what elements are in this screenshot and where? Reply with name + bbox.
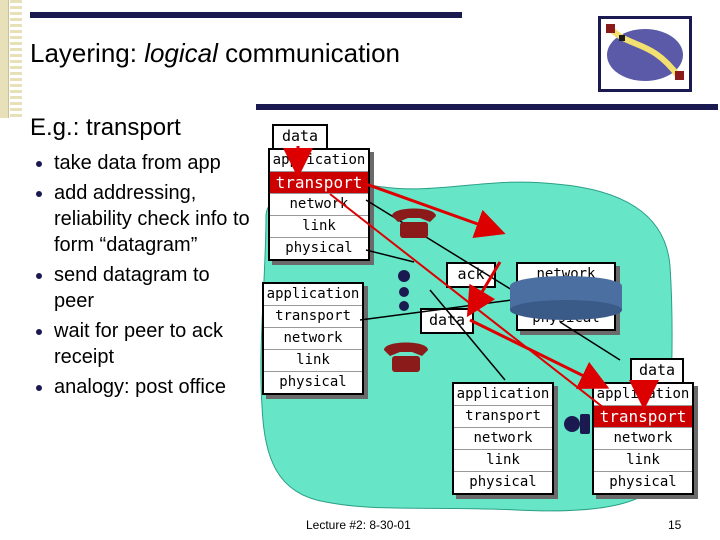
bullet-icon: [36, 329, 42, 335]
layer-network: network: [270, 194, 368, 216]
layer-transport: transport: [264, 306, 362, 328]
network-logo-icon: [598, 16, 692, 92]
bullet-icon: [36, 161, 42, 167]
arrow-data-right: [469, 318, 610, 389]
logical-path-line: [329, 193, 605, 409]
title-emphasis: logical: [144, 38, 218, 68]
bullet-icon: [36, 273, 42, 279]
left-decor-stripe: [10, 0, 22, 118]
layer-transport: transport: [454, 406, 552, 428]
bullet-item: add addressing, reliability check info t…: [34, 180, 254, 258]
bullet-icon: [36, 191, 42, 197]
bullet-item: send datagram to peer: [34, 262, 254, 314]
right-data-label: data: [630, 358, 684, 384]
layer-physical: physical: [279, 374, 347, 390]
host-stack-middle: application transport network link physi…: [452, 382, 554, 495]
layer-link: link: [594, 450, 692, 472]
telephone-icon: [392, 208, 436, 238]
left-decor: [0, 0, 9, 118]
content-rule: [256, 104, 718, 110]
bullet-item: analogy: post office: [34, 374, 254, 400]
arrow-ack-data: [466, 261, 502, 318]
layer-link: link: [264, 350, 362, 372]
telephone-icon: [384, 342, 428, 372]
top-data-label: data: [272, 124, 328, 150]
bullet-item: take data from app: [34, 150, 254, 176]
layer-application: application: [454, 384, 552, 406]
page-number: 15: [668, 518, 682, 532]
bullet-item: wait for peer to ack receipt: [34, 318, 254, 370]
layer-transport-highlight: transport: [594, 406, 692, 428]
host-stack-top: application transport network link physi…: [268, 148, 370, 261]
subtitle: E.g.: transport: [30, 114, 181, 141]
layer-physical: physical: [469, 474, 537, 490]
host-stack-left: application transport network link physi…: [262, 282, 364, 395]
layer-link: link: [270, 216, 368, 238]
layer-network: network: [454, 428, 552, 450]
layer-physical: physical: [285, 240, 353, 256]
layer-application: application: [264, 284, 362, 306]
title-rule: [30, 12, 462, 18]
layer-network: network: [594, 428, 692, 450]
layer-physical: physical: [609, 474, 677, 490]
host-stack-right: application transport network link physi…: [592, 382, 694, 495]
layer-link: link: [454, 450, 552, 472]
bullet-list: take data from app add addressing, relia…: [34, 150, 254, 404]
footer-text: Lecture #2: 8-30-01: [306, 518, 411, 532]
arrow-transport-ack: [365, 182, 506, 239]
bullet-icon: [36, 385, 42, 391]
router-icon: [510, 276, 622, 320]
slide-title: Layering: logical communication: [30, 38, 400, 68]
layer-network: network: [264, 328, 362, 350]
